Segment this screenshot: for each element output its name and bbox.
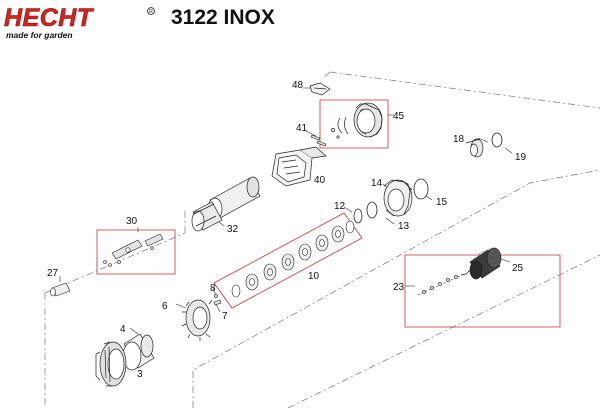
part-4-sleeve [122,333,155,371]
callout-15: 15 [436,197,448,208]
model-title: 3122 INOX [171,6,275,29]
callout-19: 19 [515,152,527,163]
part-40-cage [271,146,327,187]
part-12-13-seals [353,201,378,224]
callout-48: 48 [292,80,304,91]
callout-10: 10 [308,271,320,282]
part-45-outlet-ring [331,102,383,139]
callout-27: 27 [47,268,59,279]
callout-18: 18 [453,134,465,145]
part-14-stage-housing [383,179,413,217]
box-10 [213,212,363,309]
callout-25: 25 [512,263,524,274]
svg-text:R: R [149,9,153,15]
callout-boxes [96,99,561,328]
part-8-7-pins [213,293,222,306]
leader-lines [59,87,513,371]
callout-13: 13 [398,221,410,232]
callout-40: 40 [314,175,326,186]
registered-mark-icon [147,7,155,15]
box-30 [96,229,176,275]
brand-tagline: made for garden [6,30,73,40]
callout-32: 32 [227,224,239,235]
part-6-impeller [181,299,213,341]
callout-30: 30 [126,216,138,227]
box-45 [319,99,389,149]
part-27-bushing [50,282,71,297]
callout-14: 14 [371,178,383,189]
part-3-base [95,341,127,387]
callout-41: 41 [296,123,308,134]
housing-outline [44,71,600,408]
part-32-cylinder [191,176,261,232]
callout-3: 3 [137,369,143,380]
part-19-oring [491,132,503,148]
part-25-motor [460,247,502,280]
part-10-impeller-stack [231,220,355,298]
part-48-clip [309,82,331,96]
callout-23: 23 [393,282,405,293]
part-30-fittings [103,233,164,267]
callout-12: 12 [334,201,346,212]
part-15-oring [413,178,429,200]
box-23 [404,254,561,328]
part-18-ring [465,138,484,158]
callout-6: 6 [162,301,168,312]
brand-wordmark: HECHT [4,4,95,32]
callout-4: 4 [120,324,126,335]
callout-45: 45 [393,111,405,122]
brand-logo: HECHT R [3,4,155,32]
callout-7: 7 [222,311,228,322]
part-41-screws [310,134,327,147]
callout-labels: 48 41 45 18 19 40 14 15 12 13 30 32 10 2… [47,80,527,380]
callout-8: 8 [210,283,216,294]
part-23-cable-parts [417,274,463,296]
